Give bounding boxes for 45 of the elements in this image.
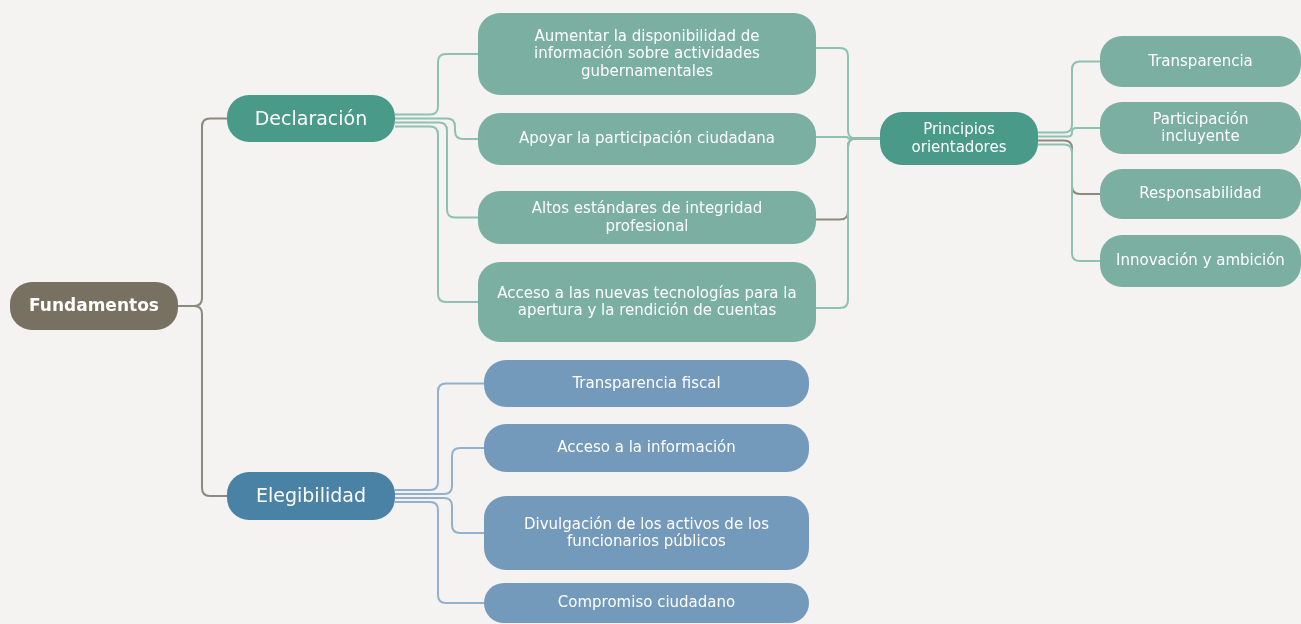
topic-text: Compromiso ciudadano [557,594,736,612]
topic-pill [1100,102,1301,154]
topic-text: Principios orientadores [910,121,1008,156]
connector-line [394,53,479,116]
connector-line [394,447,485,495]
topic-pill [478,113,816,165]
topic-pill [478,13,816,95]
topic-pill [227,95,395,142]
topic-pill [10,282,178,330]
topic-pill [478,191,816,244]
topic-pill [1100,36,1301,87]
topic-pill [1100,169,1301,219]
topic-text: Innovación y ambición [1116,252,1285,270]
topic-pill [484,424,809,472]
connector-line [394,497,485,534]
connector-line [394,121,479,219]
topic-text: Transparencia [1148,52,1253,71]
connector-line [177,305,228,497]
topic-text: Aumentar la disponibilidad de información sobre actividades gubernamentales [533,28,761,80]
topic-pill [880,112,1038,165]
topic-text: Participación incluyente [1151,110,1250,146]
topic-text: Acceso a la información [557,439,736,457]
connector-line [394,501,485,604]
connector-line [394,125,479,303]
topic-text: Transparencia fiscal [572,374,721,393]
topic-pill [1100,235,1301,287]
topic-pill [484,496,809,570]
connector-line [394,117,479,140]
topic-pill [227,472,395,520]
topic-text: Fundamentos [29,296,159,316]
connector-line [815,137,881,309]
topic-text: Altos estándares de integridad profesional [530,200,764,235]
topic-text: Apoyar la participación ciudadana [518,130,776,148]
topic-text: Declaración [254,107,368,130]
topic-pill [484,583,809,623]
topic-text: Acceso a las nuevas tecnologías para la apertura y la rendición de cuentas [496,284,798,320]
topic-text: Elegibilidad [256,485,366,507]
connector-line [1037,60,1101,134]
connector-line [394,382,485,491]
topic-text: Responsabilidad [1139,185,1262,203]
connector-line [1037,143,1101,262]
connector-line [1037,127,1101,138]
topic-pill [484,360,809,407]
topic-pill [478,262,816,342]
topic-text: Divulgación de los activos de los funcionarios públicos [522,515,771,551]
